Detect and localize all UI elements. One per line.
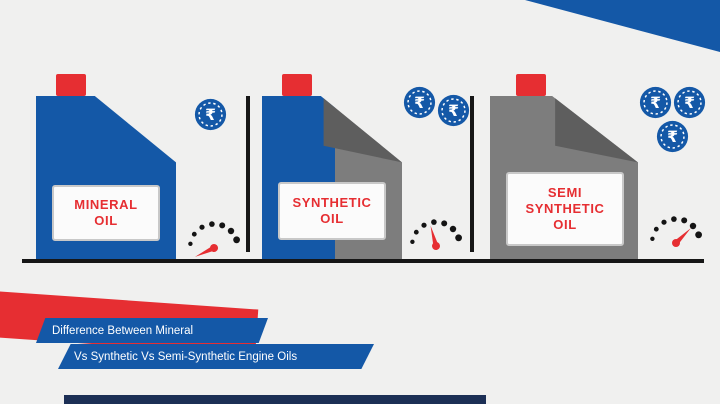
label-line: MINERAL <box>74 196 138 212</box>
svg-text:₹: ₹ <box>667 128 678 146</box>
banner-text: Vs Synthetic Vs Semi-Synthetic Engine Oi… <box>74 350 298 363</box>
rupee-coin-icon: ₹ <box>194 98 227 131</box>
rupee-coin-icon: ₹ <box>403 86 436 119</box>
price-coins-group: ₹ ₹ ₹ <box>636 86 708 153</box>
label-line: SYNTHETIC <box>525 200 605 216</box>
banner-text: Difference Between Mineral <box>52 324 194 337</box>
synthetic-oil-label: SYNTHETIC OIL <box>278 182 386 240</box>
rupee-coin-icon: ₹ <box>639 86 672 119</box>
jug-cap <box>516 74 546 96</box>
gauge-dots <box>410 219 462 244</box>
gauge-dots <box>188 221 240 246</box>
price-coins-group: ₹ <box>192 98 228 131</box>
performance-gauge-icon <box>410 219 462 250</box>
jug-cap <box>282 74 312 96</box>
gauge-needle <box>430 225 440 250</box>
price-coins-group: ₹₹ <box>400 86 472 127</box>
bottom-navy-bar <box>64 395 486 404</box>
title-banner-line-1: Difference Between Mineral <box>36 318 268 343</box>
label-line: OIL <box>553 217 577 233</box>
gauge-needle <box>672 228 691 247</box>
section-divider <box>246 96 250 252</box>
performance-gauge-icon <box>650 216 702 247</box>
label-line: SYNTHETIC <box>292 194 372 210</box>
label-line: OIL <box>94 213 118 228</box>
svg-text:₹: ₹ <box>448 102 459 120</box>
rupee-coin-icon: ₹ <box>437 94 470 127</box>
semi-synthetic-oil-label: SEMI SYNTHETIC OIL <box>506 172 624 246</box>
performance-gauge-icon <box>188 221 240 257</box>
rupee-coin-icon: ₹ <box>656 120 689 153</box>
section-divider <box>470 96 474 252</box>
title-banner-line-2: Vs Synthetic Vs Semi-Synthetic Engine Oi… <box>58 344 374 369</box>
mineral-oil-label: MINERAL OIL <box>52 185 160 241</box>
gauge-dots <box>650 216 702 241</box>
rupee-coin-icon: ₹ <box>673 86 706 119</box>
label-line: SEMI <box>547 184 583 200</box>
jug-cap <box>56 74 86 96</box>
ground-line <box>22 259 704 263</box>
svg-text:₹: ₹ <box>684 94 695 112</box>
label-line: OIL <box>320 211 344 226</box>
svg-text:₹: ₹ <box>650 94 661 112</box>
svg-text:₹: ₹ <box>205 106 216 124</box>
svg-text:₹: ₹ <box>414 94 425 112</box>
gauge-needle <box>194 244 218 257</box>
corner-decoration-shape <box>525 0 720 52</box>
